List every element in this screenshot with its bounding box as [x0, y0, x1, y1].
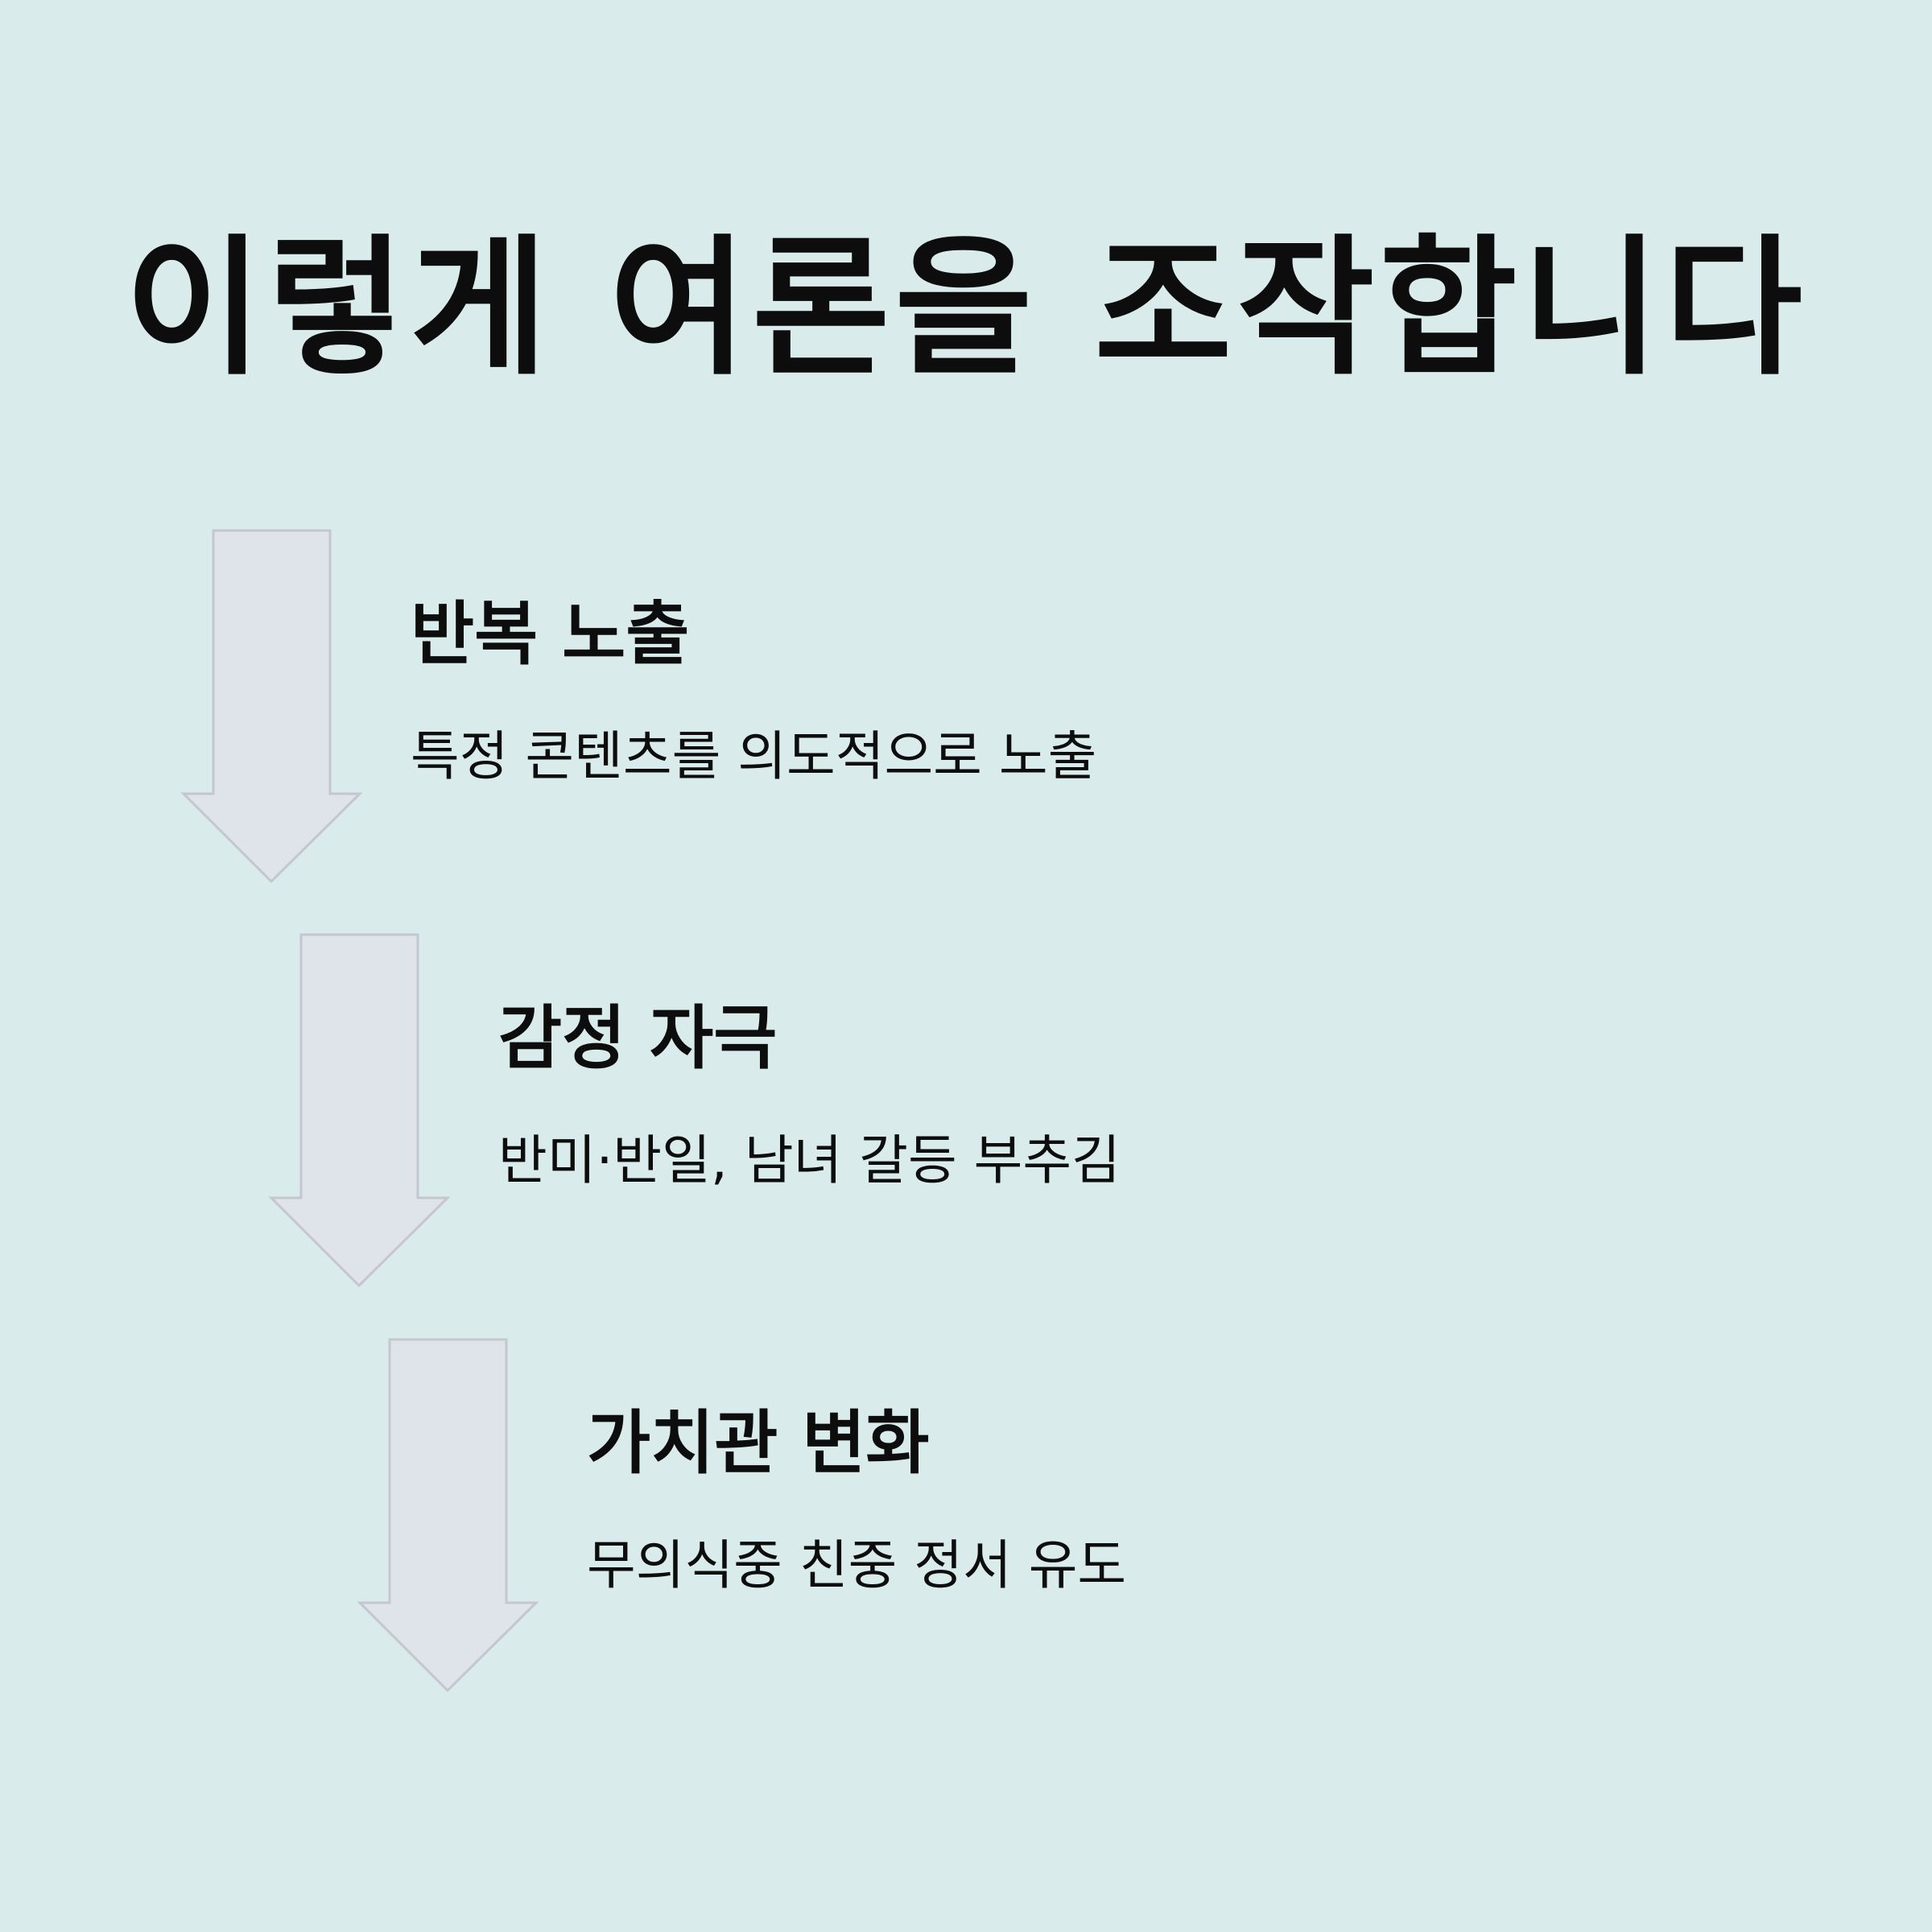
- down-arrow-icon: [357, 1338, 539, 1692]
- step-description: 무의식중 친중 정서 유도: [587, 1534, 1127, 1596]
- step-value-change: 가치관 변화 무의식중 친중 정서 유도: [357, 1338, 1806, 1692]
- step-heading: 감정 자극: [498, 998, 778, 1079]
- step-heading: 가치관 변화: [587, 1403, 930, 1484]
- step-emotional-stimulation: 감정 자극 반미·반일, 남녀 갈등 부추김: [269, 933, 1718, 1287]
- step-repeated-exposure: 반복 노출 특정 콘텐츠를 의도적으로 노출: [181, 529, 1630, 883]
- page-title: 이렇게 여론을 조작합니다: [125, 221, 1807, 395]
- down-arrow-icon: [181, 529, 362, 883]
- step-description: 특정 콘텐츠를 의도적으로 노출: [411, 725, 1097, 787]
- step-heading: 반복 노출: [411, 594, 690, 675]
- step-description: 반미·반일, 남녀 갈등 부추김: [498, 1129, 1121, 1191]
- down-arrow-icon: [269, 933, 450, 1287]
